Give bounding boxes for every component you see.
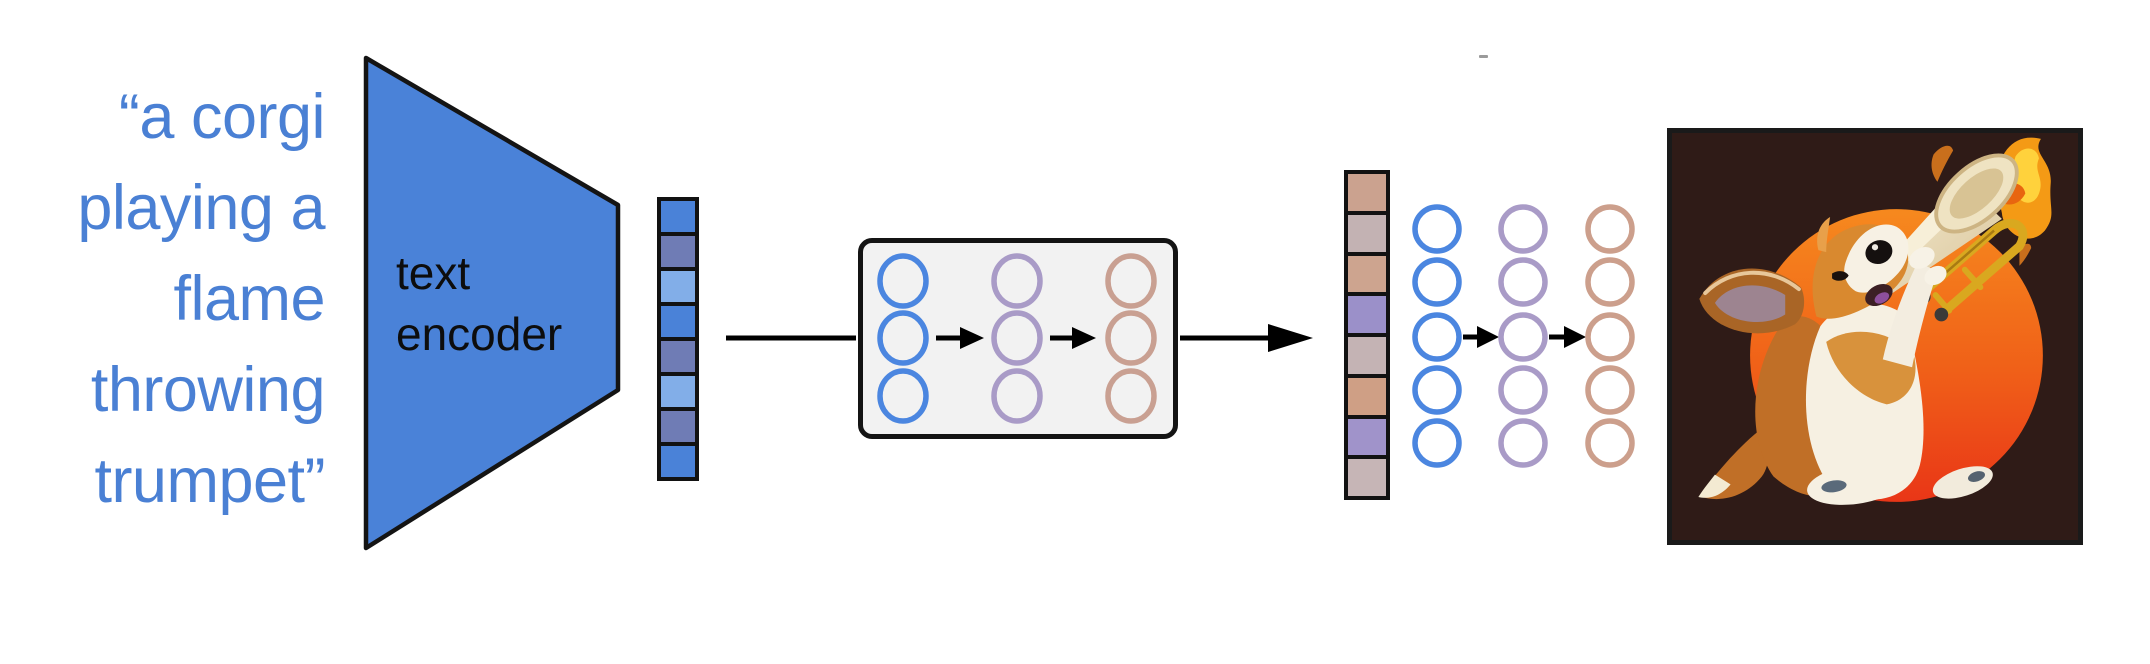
embedding-cell (661, 232, 695, 267)
text-encoder-label: text encoder (396, 243, 562, 365)
decoder-node (1412, 365, 1462, 415)
embedding-cell (1348, 251, 1386, 293)
prior-node (1105, 368, 1157, 424)
text-embedding-vector (657, 197, 699, 481)
prompt-text: “a corgi playing a flame throwing trumpe… (12, 72, 325, 527)
embedding-cell (1348, 414, 1386, 456)
embedding-cell (1348, 174, 1386, 211)
decoder-node (1412, 257, 1462, 307)
prior-internal-arrows (936, 327, 1096, 349)
corgi-tongue (1874, 292, 1890, 304)
prompt-line: playing a (77, 173, 325, 243)
prior-node (991, 310, 1043, 366)
corgi-illustration (1672, 133, 2078, 540)
prior-node (877, 253, 929, 309)
corgi-hind-foot (1807, 463, 1904, 505)
decoder-node (1585, 257, 1635, 307)
embedding-cell (661, 407, 695, 442)
embedding-cell (1348, 373, 1386, 415)
text-encoder-label-line2: encoder (396, 308, 563, 360)
prior-node (877, 310, 929, 366)
prompt-line: flame (173, 264, 325, 334)
corgi-eye (1832, 271, 1849, 281)
embedding-cell (661, 201, 695, 232)
arrowhead-prior-to-embedding (1268, 324, 1313, 352)
prior-node (991, 253, 1043, 309)
decoder-node (1498, 312, 1548, 362)
prompt-line: “a corgi (118, 82, 326, 152)
embedding-cell (661, 337, 695, 372)
embedding-cell (661, 302, 695, 337)
embedding-cell (1348, 455, 1386, 496)
stray-mark (1479, 55, 1488, 58)
decoder-node (1412, 418, 1462, 468)
text-encoder-shape (363, 55, 621, 551)
decoder-internal-arrows (1463, 326, 1586, 348)
embedding-cell (661, 442, 695, 477)
prompt-line: trumpet” (94, 446, 325, 516)
decoder-node (1585, 312, 1635, 362)
prior-node (1105, 310, 1157, 366)
embedding-cell (661, 267, 695, 302)
embedding-cell (1348, 292, 1386, 333)
prior-network-nodes (877, 253, 1157, 424)
generated-corgi-image (1667, 128, 2083, 545)
prior-node (991, 368, 1043, 424)
decoder-network-nodes (1412, 204, 1635, 468)
embedding-cell (1348, 210, 1386, 252)
decoder-node (1585, 204, 1635, 254)
text-encoder-label-line1: text (396, 247, 471, 299)
decoder-node (1498, 365, 1548, 415)
prompt-line: throwing (90, 355, 326, 425)
decoder-node (1498, 418, 1548, 468)
decoder-node (1412, 204, 1462, 254)
decoder-node (1585, 418, 1635, 468)
corgi-front-legs (1882, 261, 1938, 368)
trombone-slide (1913, 219, 2028, 317)
embedding-cell (1348, 333, 1386, 374)
decoder-node (1585, 365, 1635, 415)
decoder-node (1498, 204, 1548, 254)
prior-network-box (858, 238, 1178, 439)
prior-node (877, 368, 929, 424)
decoder-node (1498, 257, 1548, 307)
corgi-figure (1698, 216, 1993, 505)
embedding-cell (661, 372, 695, 407)
prior-node (1105, 253, 1157, 309)
image-embedding-vector (1344, 170, 1390, 500)
decoder-node (1412, 312, 1462, 362)
